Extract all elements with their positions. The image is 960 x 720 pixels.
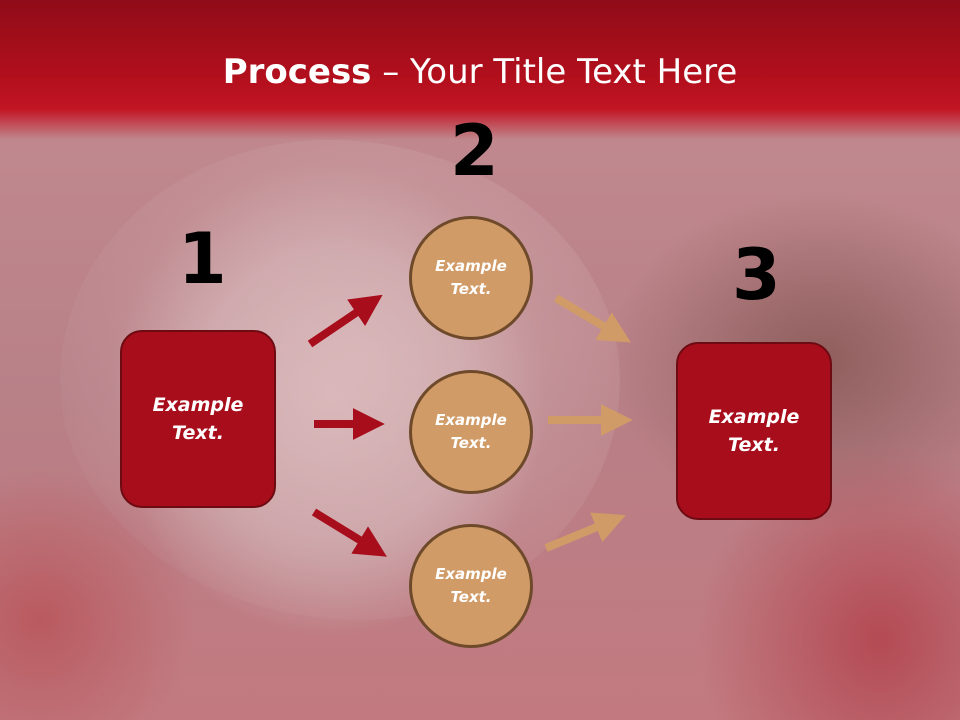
- slide-title: Process – Your Title Text Here: [0, 52, 960, 92]
- arrow-1-to-2c: [311, 508, 387, 557]
- step-number-1: 1: [178, 218, 227, 300]
- step-number-3: 3: [732, 234, 781, 316]
- arrow-2a-to-3: [553, 294, 632, 343]
- step-number-2: 2: [450, 110, 499, 192]
- arrow-1-to-2a: [307, 294, 383, 348]
- step-2-text-middle: Example Text.: [435, 410, 507, 452]
- step-1-text: Example Text.: [152, 393, 244, 445]
- step-2-circle-bottom: Example Text.: [409, 524, 533, 648]
- step-2-circle-top: Example Text.: [409, 216, 533, 340]
- step-1-box: Example Text.: [120, 330, 276, 508]
- arrow-2c-to-3: [544, 512, 626, 552]
- step-3-box: Example Text.: [676, 342, 832, 520]
- step-3-text: Example Text.: [708, 405, 800, 457]
- title-rest: – Your Title Text Here: [371, 52, 738, 92]
- step-2-text-top: Example Text.: [435, 256, 507, 298]
- step-2-circle-middle: Example Text.: [409, 370, 533, 494]
- title-banner: [0, 0, 960, 140]
- title-bold: Process: [222, 52, 372, 92]
- step-2-text-bottom: Example Text.: [435, 564, 507, 606]
